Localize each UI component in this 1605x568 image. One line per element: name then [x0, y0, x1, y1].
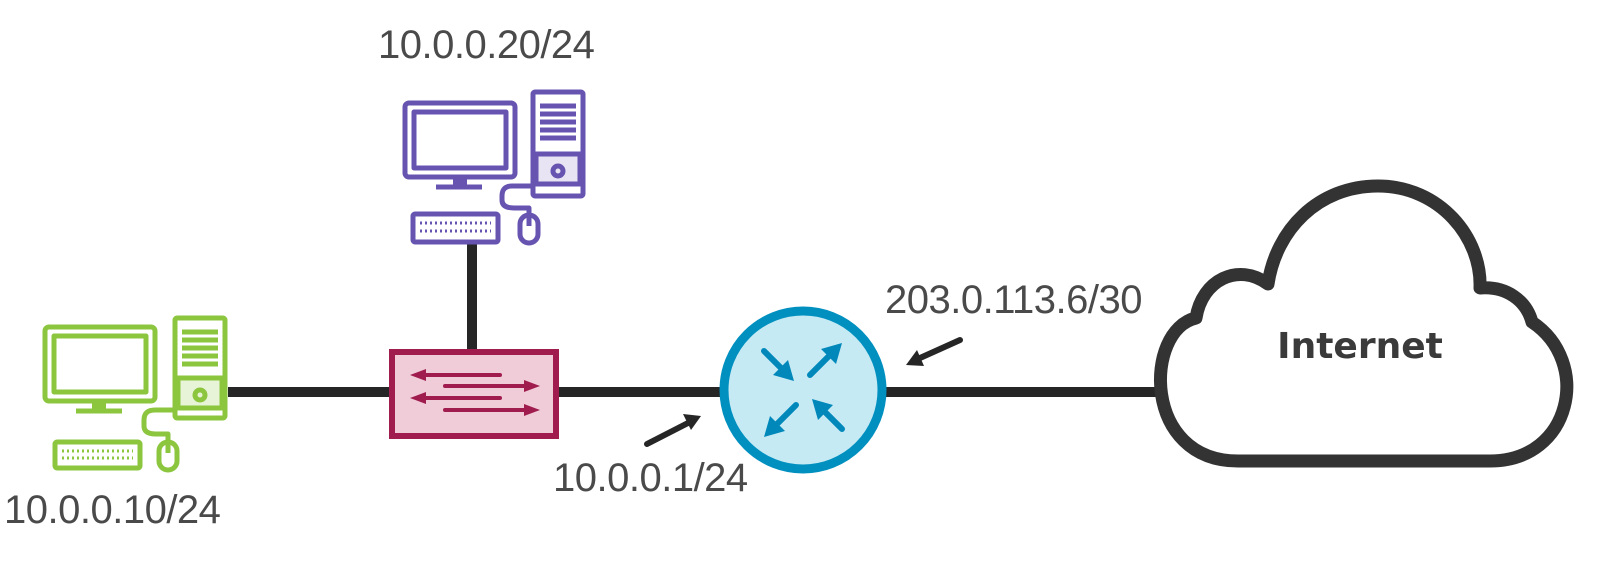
pointer-arrows — [644, 337, 963, 447]
cloud-label: Internet — [1277, 326, 1443, 367]
arrow-lan-pointer — [644, 414, 701, 447]
pc-top-ip-label: 10.0.0.20/24 — [378, 23, 595, 67]
network-links — [228, 240, 1162, 397]
pc-left-ip-label: 10.0.0.10/24 — [4, 488, 221, 532]
cloud-icon: Internet — [1154, 179, 1574, 468]
lan-ip-label: 10.0.0.1/24 — [553, 456, 748, 500]
router-icon — [719, 306, 887, 474]
wan-ip-label: 203.0.113.6/30 — [885, 278, 1142, 322]
arrow-wan-pointer — [906, 337, 963, 366]
desktop-computer-icon — [402, 89, 586, 246]
switch-icon — [389, 349, 559, 439]
desktop-computer-icon — [42, 315, 228, 473]
